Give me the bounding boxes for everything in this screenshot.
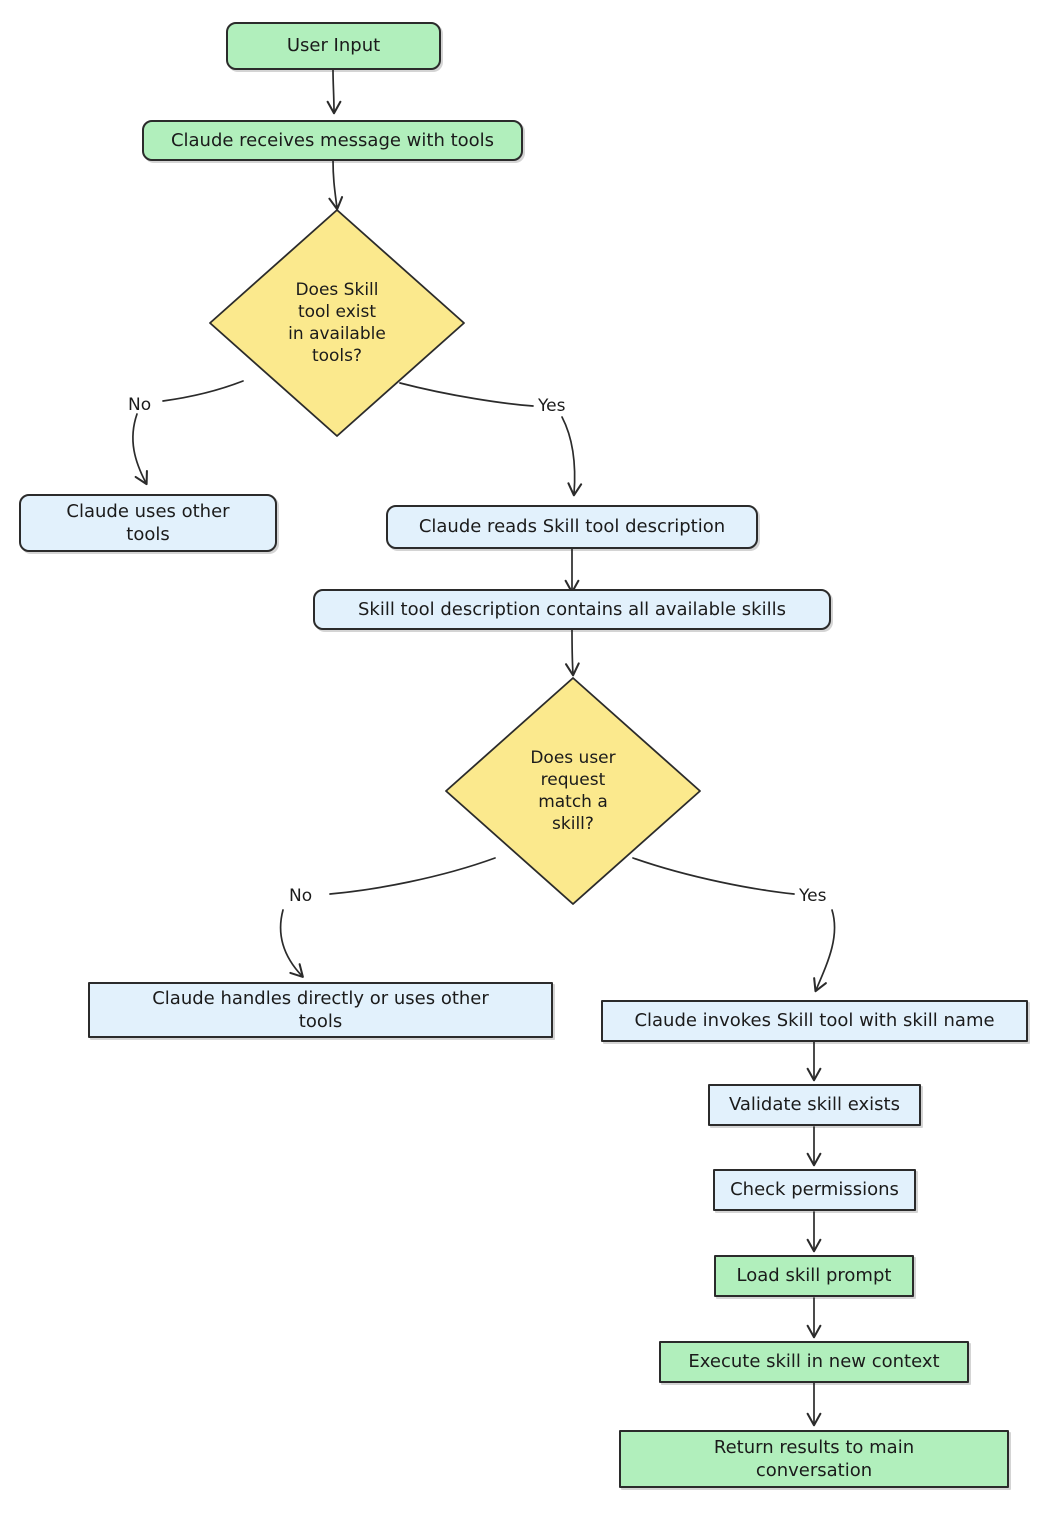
edge-decision1-no-seg2 [132,413,148,486]
edge-contains-to-decision2 [564,627,580,677]
node-return-results-to-main-conversation-label: Return results to main conversation [713,1436,915,1481]
diamond-shape-2 [445,677,701,905]
node-validate-skill-exists-label: Validate skill exists [728,1094,900,1116]
node-skill-tool-exists-decision[interactable]: Does Skill tool exist in available tools… [206,207,468,439]
edge-label-yes-1: Yes [538,396,566,416]
node-claude-uses-other-tools[interactable]: Claude uses other tools [19,494,277,552]
node-claude-uses-other-tools-label: Claude uses other tools [66,500,230,545]
edge-receives-to-decision1 [328,159,344,211]
node-check-permissions-label: Check permissions [730,1179,899,1201]
node-claude-reads-skill-tool-description[interactable]: Claude reads Skill tool description [386,505,758,549]
node-skill-tool-description-contains-skills-label: Skill tool description contains all avai… [357,598,786,620]
node-claude-invokes-skill-tool-label: Claude invokes Skill tool with skill nam… [634,1010,995,1032]
node-user-input-label: User Input [286,35,381,57]
node-user-input[interactable]: User Input [226,22,441,70]
node-claude-reads-skill-tool-description-label: Claude reads Skill tool description [418,516,726,538]
node-claude-handles-directly-label: Claude handles directly or uses other to… [152,987,489,1032]
edge-user-input-to-receives [326,69,342,115]
node-validate-skill-exists[interactable]: Validate skill exists [708,1084,921,1126]
node-request-match-skill-label: Does user request match a skill? [530,747,616,835]
edge-label-no-2: No [289,886,313,906]
node-load-skill-prompt[interactable]: Load skill prompt [714,1255,914,1297]
node-skill-tool-exists-label: Does Skill tool exist in available tools… [288,279,386,367]
node-claude-receives-message-label: Claude receives message with tools [170,129,495,151]
node-return-results-to-main-conversation[interactable]: Return results to main conversation [619,1430,1009,1488]
node-execute-skill-in-new-context-label: Execute skill in new context [688,1351,940,1373]
node-skill-tool-description-contains-skills[interactable]: Skill tool description contains all avai… [313,589,831,630]
node-claude-receives-message[interactable]: Claude receives message with tools [142,120,523,161]
diamond-shape-1 [209,209,465,437]
node-claude-invokes-skill-tool[interactable]: Claude invokes Skill tool with skill nam… [601,1000,1028,1042]
node-claude-handles-directly[interactable]: Claude handles directly or uses other to… [88,982,553,1038]
edge-decision1-yes-seg2 [561,416,583,497]
edge-decision2-no-seg2 [279,909,304,978]
edge-label-yes-2: Yes [799,886,827,906]
node-execute-skill-in-new-context[interactable]: Execute skill in new context [659,1341,969,1383]
edge-decision2-yes-seg2 [813,909,836,993]
node-request-match-skill-decision[interactable]: Does user request match a skill? [442,675,704,907]
node-load-skill-prompt-label: Load skill prompt [736,1265,892,1287]
node-check-permissions[interactable]: Check permissions [713,1169,916,1211]
edge-label-no-1: No [128,395,152,415]
